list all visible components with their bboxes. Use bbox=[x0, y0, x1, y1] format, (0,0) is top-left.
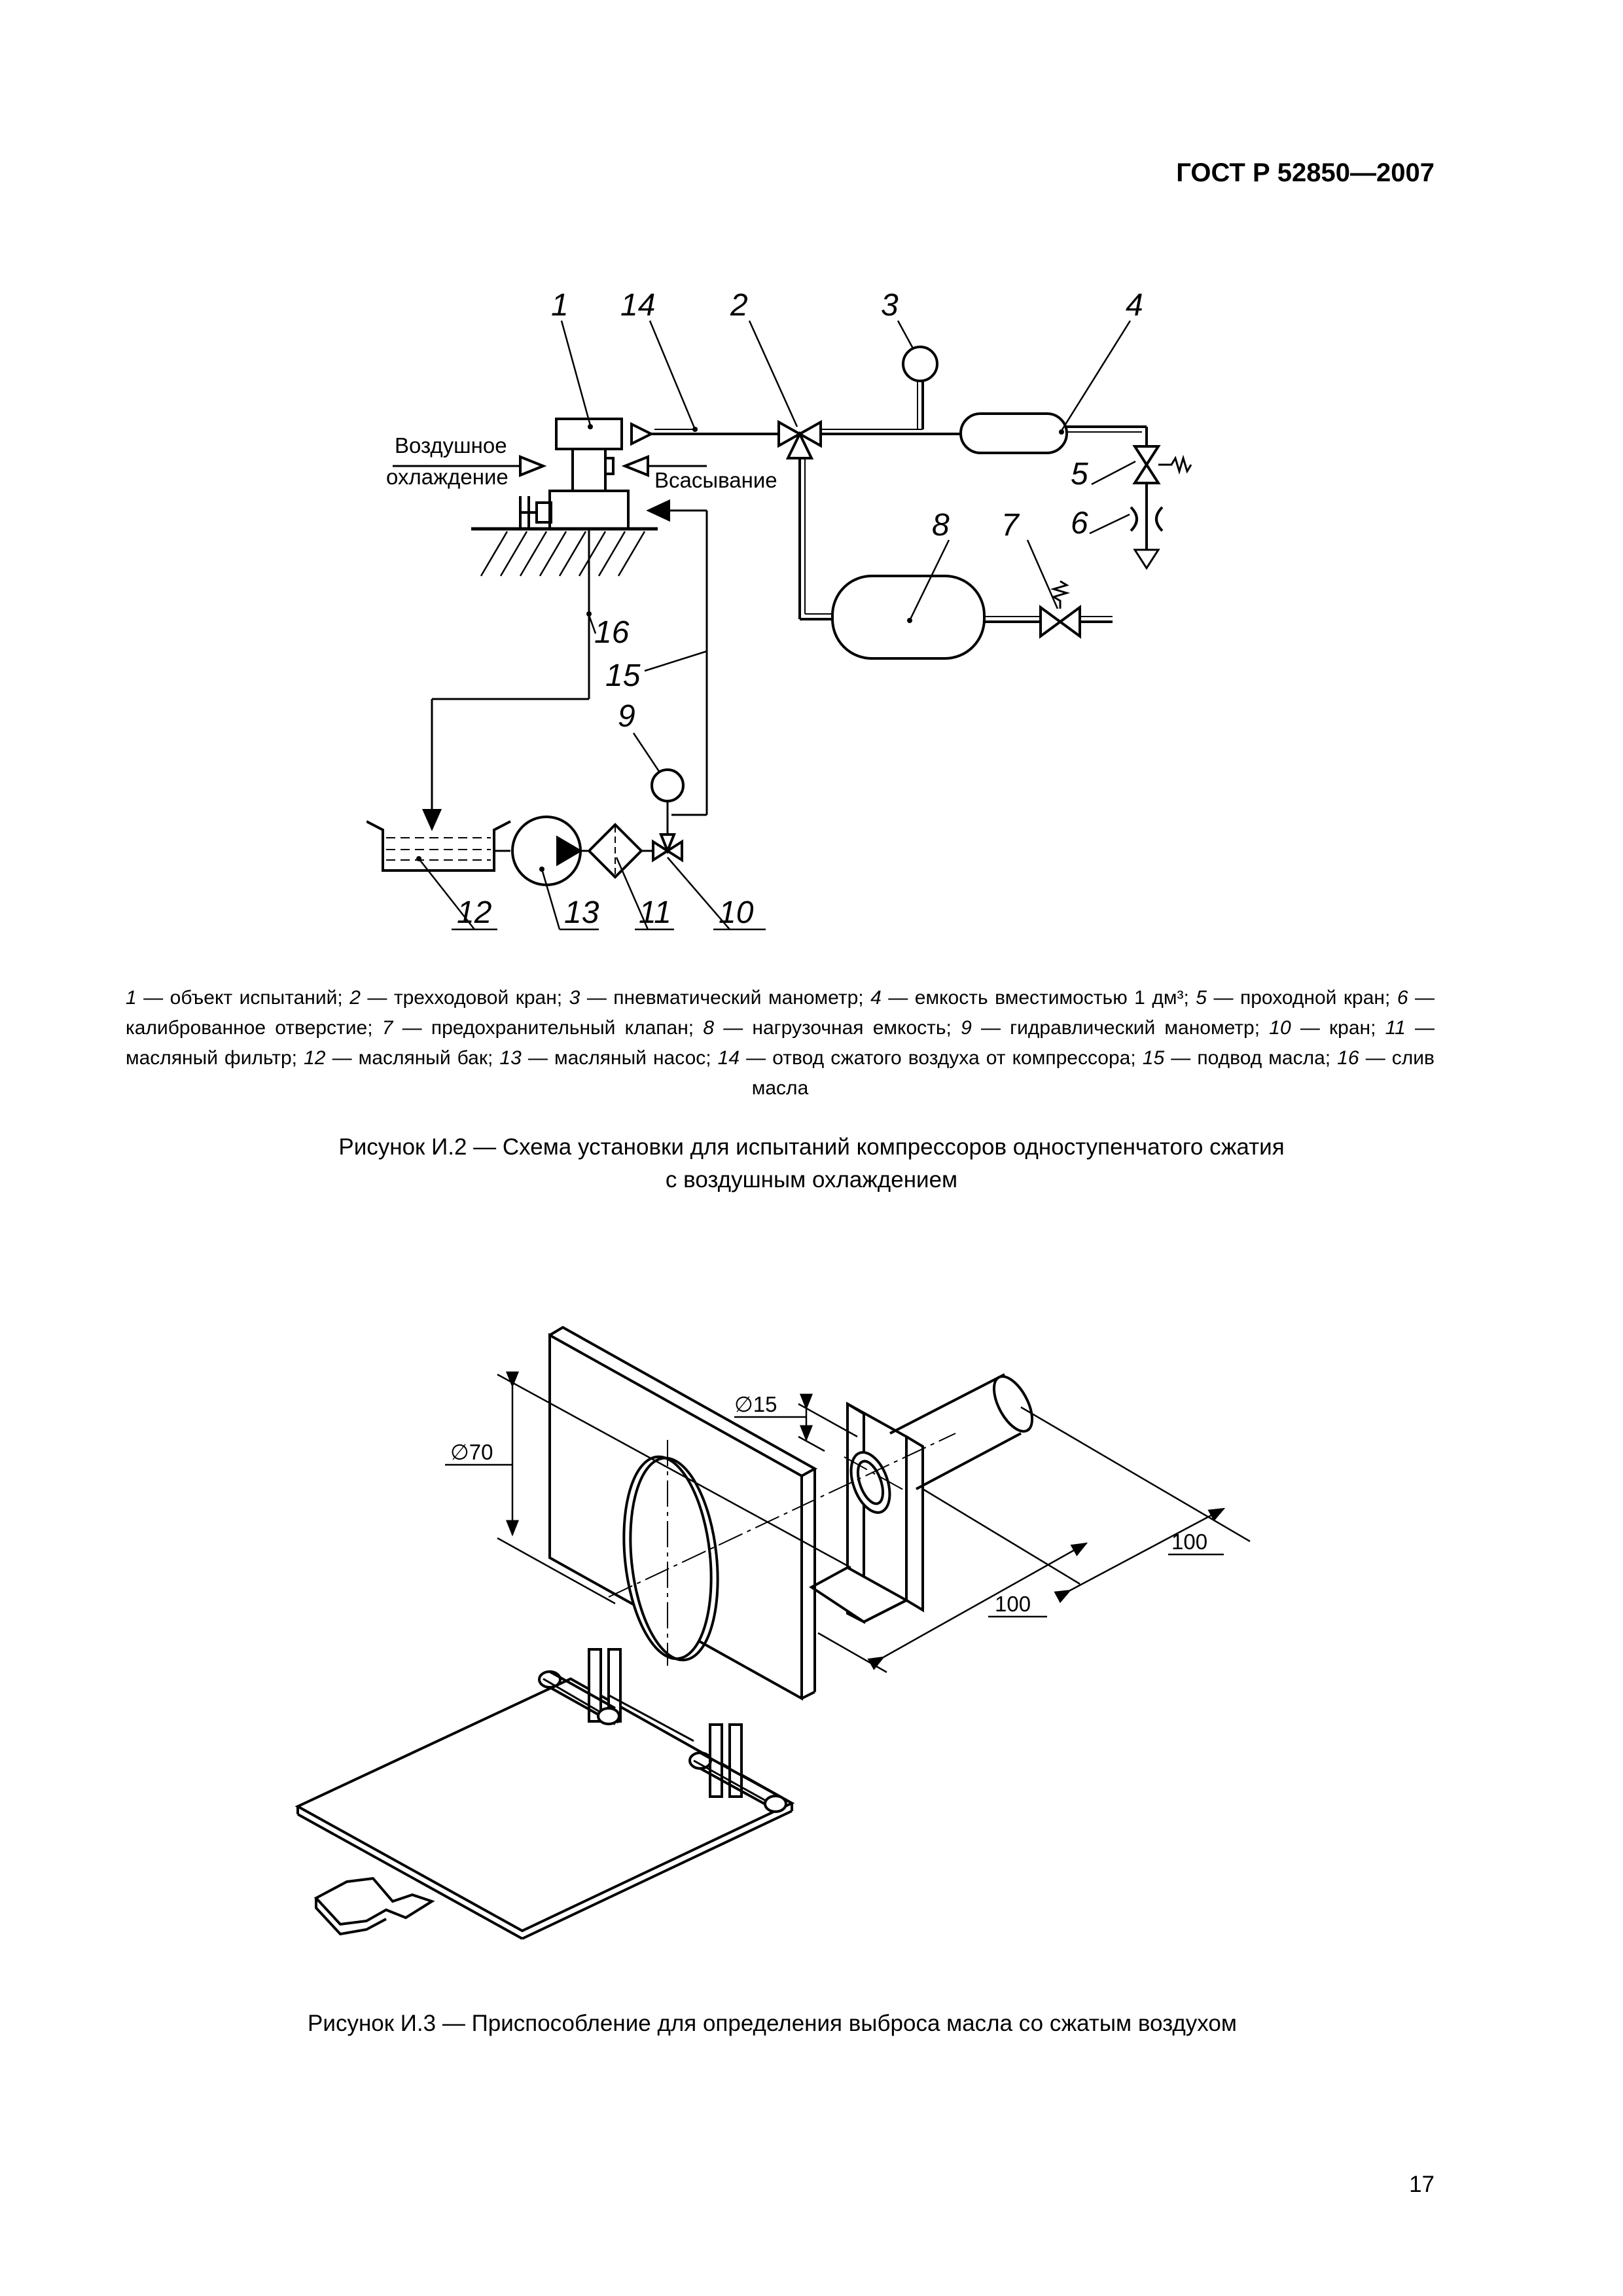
dim-diameter-70: ∅70 bbox=[450, 1440, 493, 1464]
legend-number: 10 bbox=[1269, 1017, 1291, 1039]
label-4: 4 bbox=[1126, 288, 1143, 323]
legend-text: — масляный бак; bbox=[325, 1047, 500, 1069]
test-rig-schematic: 1 14 2 3 4 5 6 8 7 16 15 9 12 13 11 10 В… bbox=[366, 288, 1192, 931]
label-15: 15 bbox=[605, 658, 641, 693]
figure-3-caption: Рисунок И.3 — Приспособление для определ… bbox=[308, 2011, 1237, 2036]
legend-text: — гидравлический манометр; bbox=[971, 1017, 1270, 1039]
compressor-body bbox=[571, 448, 607, 492]
legend-text: — пневматический манометр; bbox=[580, 987, 871, 1009]
legend-number: 1 bbox=[126, 987, 137, 1009]
dim-diameter-15: ∅15 bbox=[734, 1392, 777, 1416]
document-header: ГОСТ Р 52850—2007 bbox=[1176, 158, 1435, 187]
air-cooling-label-line2: охлаждение bbox=[386, 465, 508, 489]
page-number: 17 bbox=[1409, 2172, 1435, 2197]
figure-legend: 1 — объект испытаний; 2 — трехходовой кр… bbox=[126, 983, 1435, 1103]
label-10: 10 bbox=[719, 895, 754, 930]
figure-2-caption-line2: с воздушным охлаждением bbox=[665, 1167, 958, 1193]
legend-text: — масляный насос; bbox=[521, 1047, 718, 1069]
legend-number: 4 bbox=[870, 987, 882, 1009]
compressor-crankcase bbox=[548, 490, 630, 530]
legend-number: 13 bbox=[499, 1047, 522, 1069]
legend-number: 15 bbox=[1142, 1047, 1165, 1069]
legend-text: — предохранительный клапан; bbox=[393, 1017, 704, 1039]
legend-number: 8 bbox=[703, 1017, 715, 1039]
label-11: 11 bbox=[639, 895, 671, 930]
legend-number: 12 bbox=[304, 1047, 326, 1069]
label-13: 13 bbox=[564, 895, 599, 930]
suction-label: Всасывание bbox=[654, 468, 777, 492]
legend-text: — емкость вместимостью 1 дм³; bbox=[881, 987, 1196, 1009]
legend-number: 9 bbox=[961, 1017, 972, 1039]
legend-number: 7 bbox=[382, 1017, 393, 1039]
label-16: 16 bbox=[594, 615, 630, 650]
legend-text: — трехходовой кран; bbox=[360, 987, 569, 1009]
legend-number: 6 bbox=[1397, 987, 1408, 1009]
legend-text: — слив масла bbox=[751, 1047, 1435, 1099]
label-2: 2 bbox=[730, 288, 748, 323]
label-9: 9 bbox=[618, 699, 635, 734]
legend-text: — калиброванное отверстие; bbox=[126, 987, 1435, 1039]
legend-number: 5 bbox=[1196, 987, 1207, 1009]
figure-2-caption-line1: Рисунок И.2 — Схема установки для испыта… bbox=[338, 1134, 1285, 1160]
dim-100-upper: 100 bbox=[1171, 1530, 1207, 1554]
label-7: 7 bbox=[1001, 508, 1020, 543]
legend-number: 16 bbox=[1337, 1047, 1359, 1069]
label-3: 3 bbox=[881, 288, 899, 323]
legend-number: 2 bbox=[349, 987, 361, 1009]
label-6: 6 bbox=[1071, 506, 1088, 541]
legend-text: — масляный фильтр; bbox=[126, 1017, 1435, 1069]
legend-number: 14 bbox=[717, 1047, 740, 1069]
legend-text: — нагрузочная емкость; bbox=[714, 1017, 961, 1039]
label-12: 12 bbox=[457, 895, 491, 930]
legend-number: 11 bbox=[1385, 1017, 1406, 1039]
label-14: 14 bbox=[620, 288, 655, 323]
legend-number: 3 bbox=[569, 987, 580, 1009]
legend-text: — кран; bbox=[1291, 1017, 1385, 1039]
oil-carryover-fixture-drawing: ∅70 ∅15 100 100 bbox=[294, 1325, 1251, 1940]
legend-text: — проходной кран; bbox=[1206, 987, 1397, 1009]
legend-text: — подвод масла; bbox=[1164, 1047, 1338, 1069]
label-5: 5 bbox=[1071, 457, 1088, 492]
air-cooling-label-line1: Воздушное bbox=[395, 433, 507, 457]
dim-100-lower: 100 bbox=[995, 1592, 1031, 1616]
figure-2-caption: Рисунок И.2 — Схема установки для испыта… bbox=[0, 1131, 1623, 1196]
label-8: 8 bbox=[932, 508, 950, 543]
legend-text: — объект испытаний; bbox=[136, 987, 350, 1009]
legend-text: — отвод сжатого воздуха от компрессора; bbox=[740, 1047, 1143, 1069]
label-1: 1 bbox=[551, 288, 569, 323]
